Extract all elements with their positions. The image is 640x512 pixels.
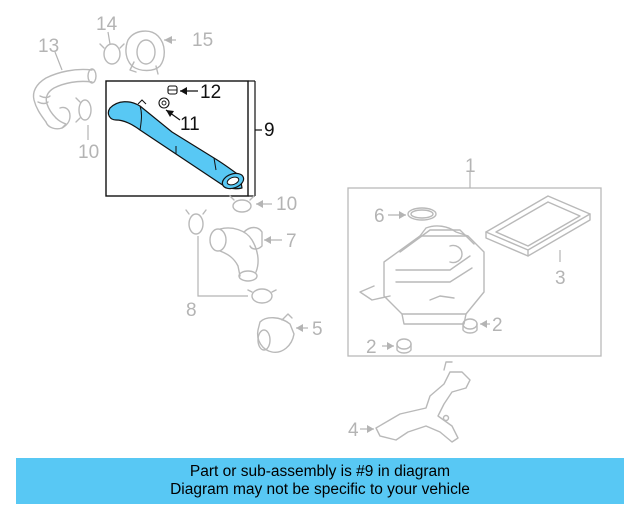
part-3-filter-element <box>485 195 591 257</box>
part-2-grommet-right <box>462 318 478 334</box>
callout-1: 1 <box>465 156 476 177</box>
callout-10-upper: 10 <box>78 142 99 163</box>
part-10-clamp-upper <box>75 97 92 123</box>
part-4-bracket <box>375 361 471 443</box>
part-9-air-duct <box>107 99 245 190</box>
caption-line-1: Part or sub-assembly is #9 in diagram <box>189 463 451 480</box>
part-8-clamp-lower <box>247 288 277 304</box>
part-11-nut <box>158 97 170 109</box>
part-15-mass-air-flow-housing <box>125 30 165 75</box>
callout-7: 7 <box>286 231 297 252</box>
callout-8: 8 <box>186 300 197 321</box>
part-2-grommet-bottom <box>396 338 412 354</box>
part-12-grommet <box>167 85 178 95</box>
callout-5: 5 <box>312 319 323 340</box>
part-10-clamp-middle <box>229 195 255 213</box>
caption-line-2: Diagram may not be specific to your vehi… <box>170 481 470 498</box>
part-1-frame <box>347 187 602 357</box>
part-1-air-cleaner-housing <box>359 225 485 325</box>
part-13-intake-hose <box>32 68 97 130</box>
callout-2-right: 2 <box>492 315 503 336</box>
callout-10-middle: 10 <box>276 194 297 215</box>
part-6-seal-ring <box>407 207 437 221</box>
part-7-duct-elbow <box>209 226 263 282</box>
callout-11: 11 <box>180 114 200 135</box>
callout-15: 15 <box>192 30 213 51</box>
callout-12: 12 <box>200 82 221 103</box>
callout-6: 6 <box>374 206 385 227</box>
callout-9: 9 <box>264 120 275 141</box>
part-9-frame <box>105 80 249 197</box>
caption-banner: Part or sub-assembly is #9 in diagram Di… <box>16 458 624 504</box>
callout-4: 4 <box>348 420 359 441</box>
part-5-connector <box>256 313 295 353</box>
part-8-clamp-upper <box>185 209 207 235</box>
callout-2-bottom: 2 <box>366 337 377 358</box>
callout-13: 13 <box>38 36 59 57</box>
part-14-clamp <box>99 43 125 65</box>
callout-14: 14 <box>96 14 118 35</box>
callout-3: 3 <box>555 268 566 289</box>
